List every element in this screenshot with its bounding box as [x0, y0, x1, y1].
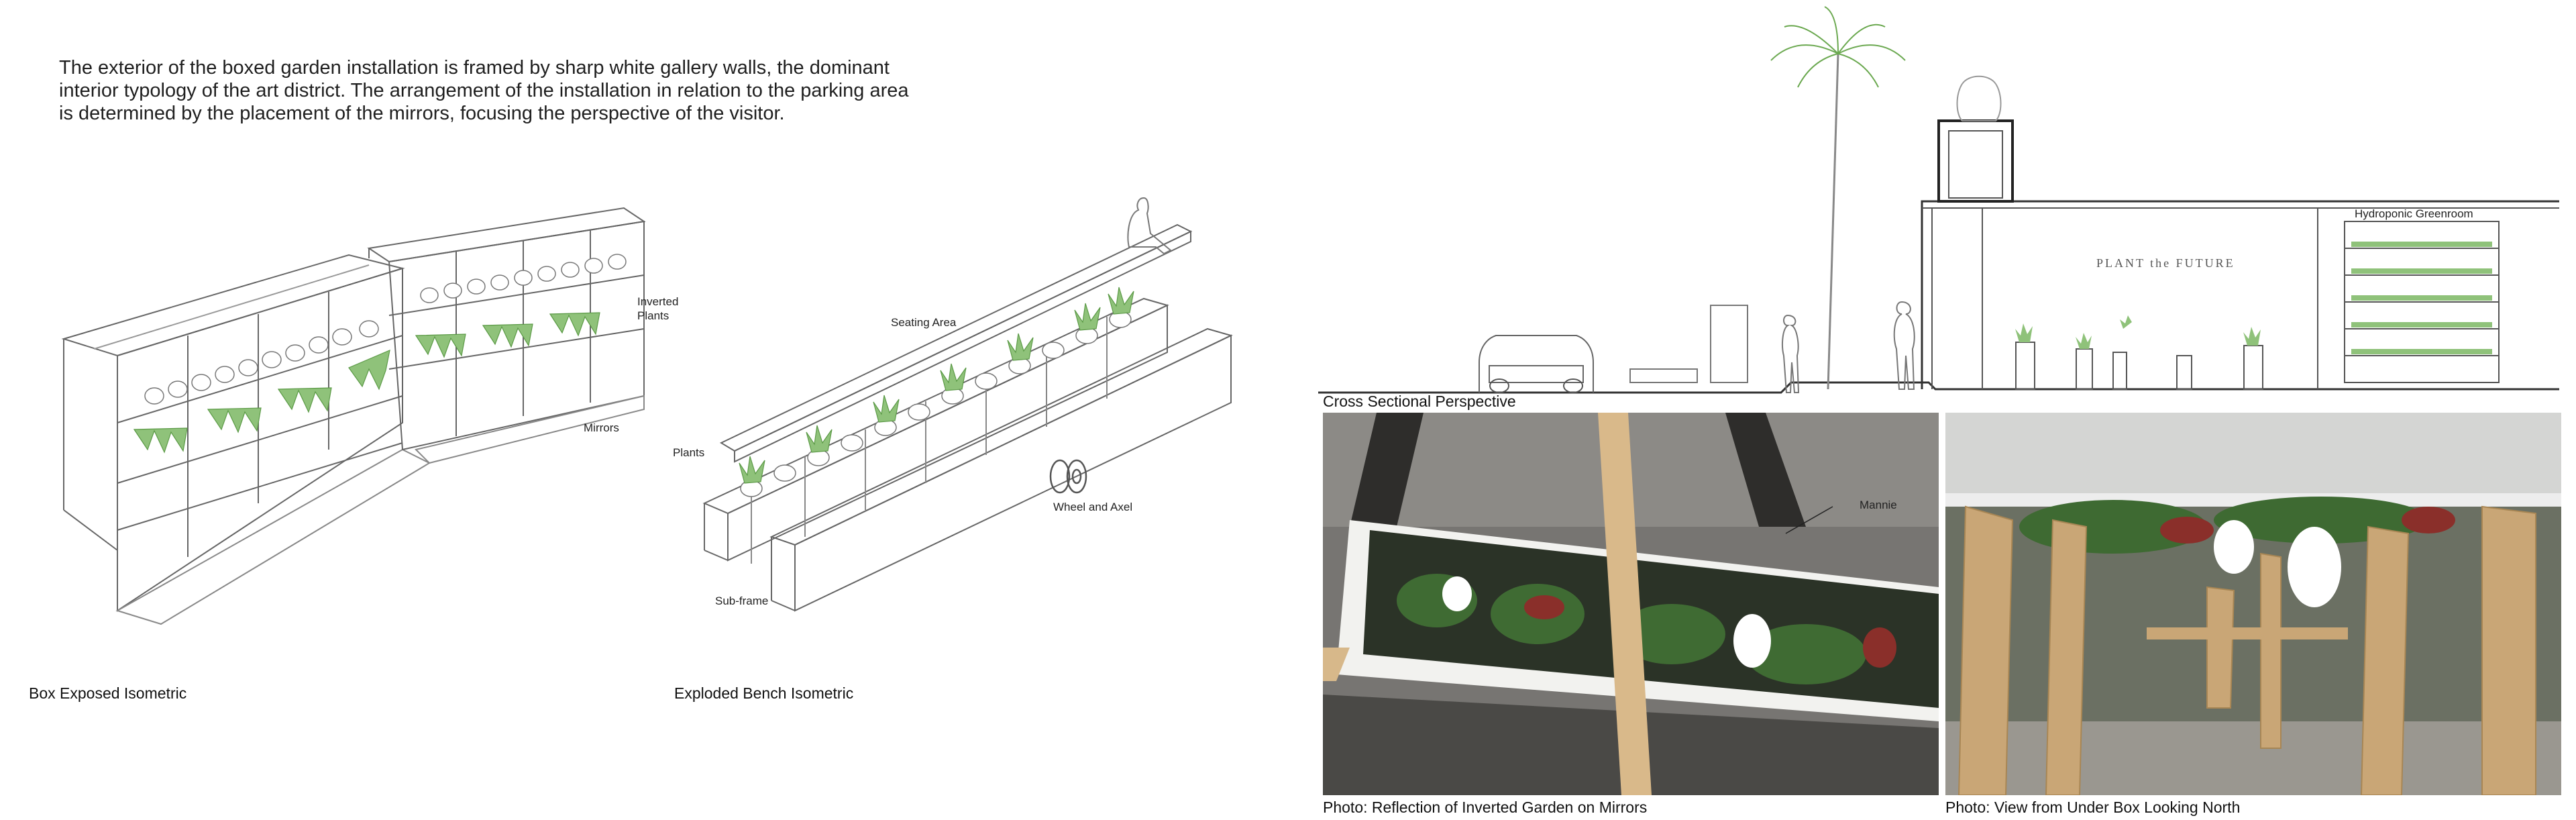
label-plants: Plants	[673, 446, 705, 459]
caption-cross-section: Cross Sectional Perspective	[1323, 393, 1516, 410]
caption-photo-under-box: Photo: View from Under Box Looking North	[1945, 799, 2241, 816]
label-wheel-and-axel: Wheel and Axel	[1053, 501, 1133, 513]
intro-paragraph: The exterior of the boxed garden install…	[59, 56, 1025, 125]
box-isometric-drawing	[61, 207, 646, 625]
photo-mirror-reflection: Mannie	[1323, 413, 1939, 795]
bench-isometric-drawing	[702, 197, 1233, 612]
label-plants-sub: Plants	[637, 309, 669, 322]
label-sub-frame: Sub-frame	[715, 595, 769, 607]
photo-annotation-mannie: Mannie	[1860, 499, 1897, 511]
cross-section-drawing: PLANT the FUTURE	[1318, 6, 2559, 394]
caption-photo-mirror: Photo: Reflection of Inverted Garden on …	[1323, 799, 1648, 816]
label-inverted: Inverted	[637, 295, 679, 308]
caption-box-isometric: Box Exposed Isometric	[29, 684, 187, 702]
label-hydroponic-greenroom: Hydroponic Greenroom	[2355, 207, 2473, 220]
intro-line-1: The exterior of the boxed garden install…	[59, 57, 890, 79]
photo-under-box	[1945, 413, 2561, 795]
intro-line-2: interior typology of the art district. T…	[59, 80, 909, 101]
caption-bench-isometric: Exploded Bench Isometric	[674, 684, 854, 702]
intro-line-3: is determined by the placement of the mi…	[59, 103, 785, 124]
label-seating-area: Seating Area	[891, 316, 957, 329]
label-mirrors: Mirrors	[584, 421, 619, 434]
gallery-sign-text: PLANT the FUTURE	[2096, 256, 2235, 270]
